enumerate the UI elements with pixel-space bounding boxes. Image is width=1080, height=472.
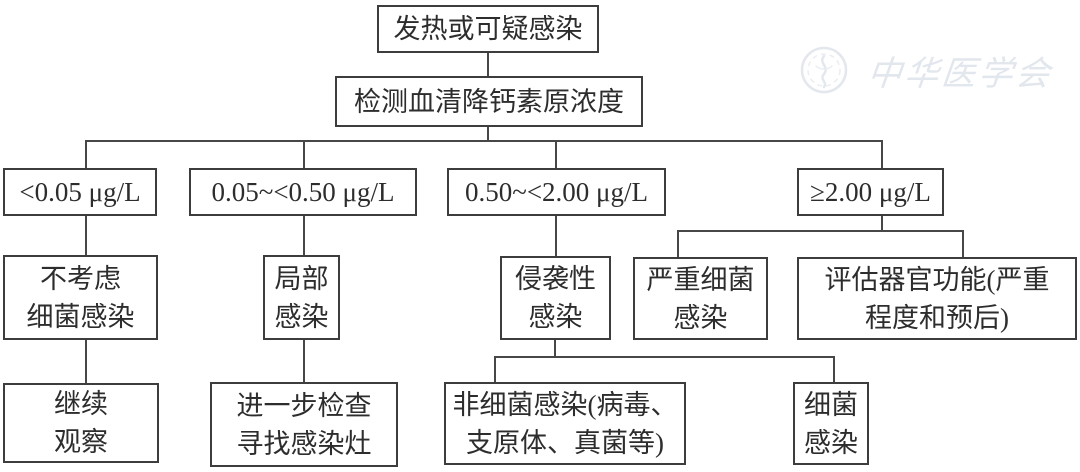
connector-line: [494, 356, 835, 358]
node-label: 感染: [804, 427, 858, 458]
node-label: 局部: [274, 263, 329, 294]
node-label: 发热或可疑感染: [393, 14, 583, 44]
node-label: 非细菌感染(病毒、: [452, 389, 678, 420]
node-label: <0.05 μg/L: [19, 177, 141, 207]
connector-line: [85, 340, 87, 383]
node-label: 程度和预后): [865, 302, 1009, 333]
node-label: 观察: [54, 427, 108, 457]
node-label: 进一步检查: [236, 390, 372, 421]
connector-line: [85, 140, 883, 142]
node-label: 感染: [528, 302, 583, 332]
connector-line: [85, 216, 87, 255]
node-assess-organ-function: 评估器官功能(严重 程度和预后): [797, 257, 1077, 340]
node-label: 细菌感染: [26, 301, 135, 332]
cma-emblem-icon: [800, 46, 848, 94]
node-local-infection: 局部 感染: [263, 255, 340, 340]
node-range-005-050: 0.05~<0.50 μg/L: [189, 168, 417, 216]
node-invasive-infection: 侵袭性 感染: [500, 256, 611, 340]
connector-line: [303, 216, 305, 255]
node-label: 检测血清降钙素原浓度: [354, 86, 624, 117]
connector-line: [677, 230, 964, 232]
node-range-ge-200: ≥2.00 μg/L: [797, 168, 944, 216]
cma-watermark: 中华医学会: [798, 44, 1055, 96]
connector-line: [677, 230, 679, 257]
node-bacterial-infection: 细菌 感染: [793, 382, 869, 465]
connector-line: [303, 140, 305, 168]
connector-line: [487, 52, 489, 76]
connector-line: [555, 140, 557, 168]
connector-line: [554, 340, 556, 358]
node-label: 侵袭性: [515, 264, 596, 294]
cma-watermark-text: 中华医学会: [865, 55, 1055, 93]
node-label: 支原体、真菌等): [466, 427, 664, 458]
node-label: 评估器官功能(严重: [824, 264, 1050, 295]
node-pct-test: 检测血清降钙素原浓度: [335, 76, 643, 127]
connector-line: [881, 216, 883, 232]
node-fever: 发热或可疑感染: [377, 5, 599, 53]
connector-line: [487, 127, 489, 142]
node-continue-observation: 继续 观察: [3, 383, 159, 463]
node-label: 寻找感染灶: [236, 428, 372, 459]
connector-line: [494, 356, 496, 382]
node-label: 0.50~<2.00 μg/L: [464, 177, 649, 207]
node-label: 感染: [673, 302, 728, 333]
node-non-bacterial-infection: 非细菌感染(病毒、 支原体、真菌等): [444, 382, 686, 465]
connector-line: [303, 340, 305, 382]
node-range-lt-005: <0.05 μg/L: [3, 168, 157, 216]
connector-line: [881, 140, 883, 168]
connector-line: [833, 356, 835, 382]
connector-line: [85, 140, 87, 168]
node-label: 细菌: [804, 389, 858, 420]
node-severe-bacterial-infection: 严重细菌 感染: [633, 257, 768, 340]
node-no-bacterial-infection: 不考虑 细菌感染: [3, 255, 158, 340]
node-label: 继续: [54, 389, 108, 419]
node-range-050-200: 0.50~<2.00 μg/L: [447, 168, 666, 216]
node-label: 0.05~<0.50 μg/L: [211, 177, 395, 207]
node-label: ≥2.00 μg/L: [810, 177, 931, 207]
connector-line: [962, 230, 964, 257]
connector-line: [555, 216, 557, 256]
node-further-examination: 进一步检查 寻找感染灶: [210, 382, 398, 467]
node-label: 不考虑: [40, 263, 121, 294]
node-label: 严重细菌: [646, 264, 755, 295]
node-label: 感染: [274, 301, 329, 332]
